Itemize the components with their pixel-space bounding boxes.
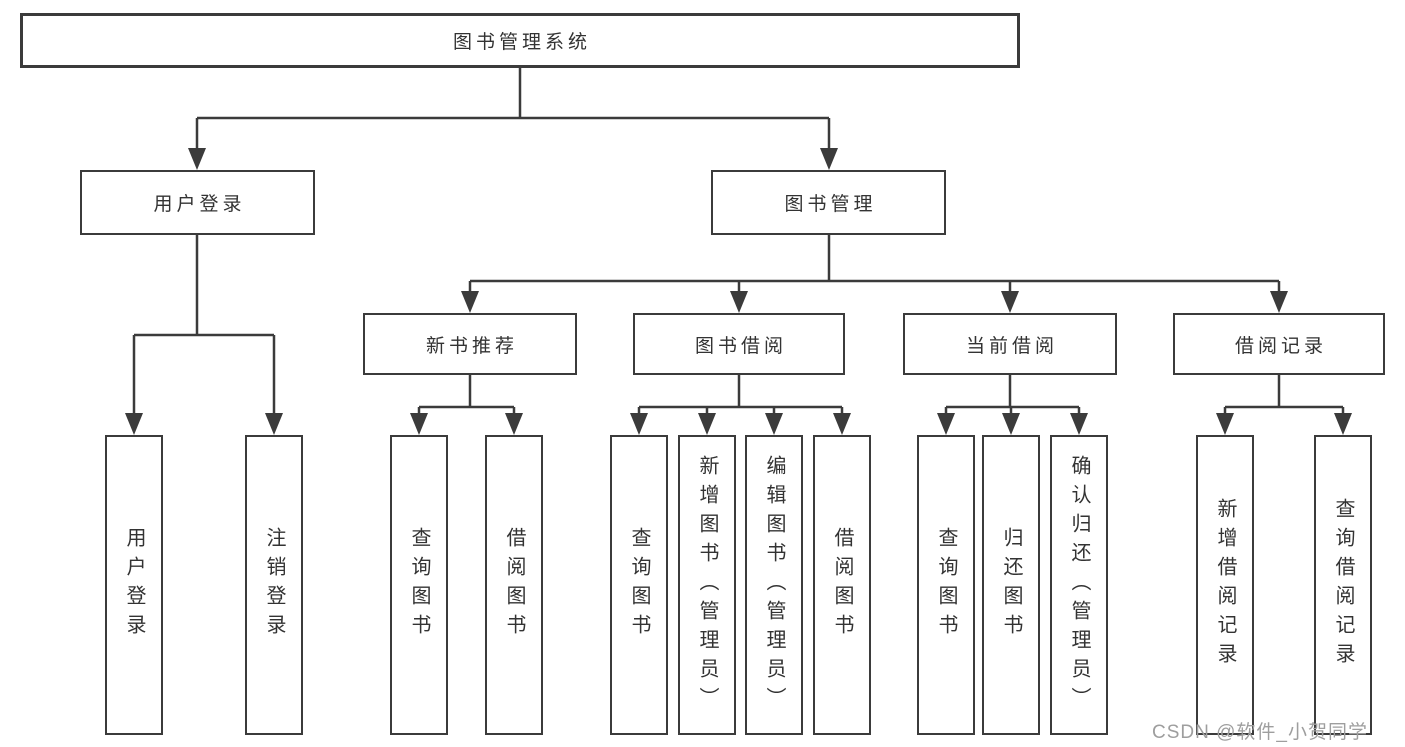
leaf-borrow-query-books-label: 查询图书	[628, 527, 650, 643]
connector-user-login-children	[132, 235, 276, 417]
leaf-query-borrow-record-label: 查询借阅记录	[1332, 498, 1354, 672]
leaf-borrow-books-label: 借阅图书	[831, 527, 853, 643]
node-new-book-recommend: 新书推荐	[363, 313, 577, 375]
node-library-system-label: 图书管理系统	[452, 32, 591, 53]
leaf-return-books-label: 归还图书	[1000, 527, 1022, 643]
leaf-user-login-label: 用户登录	[123, 527, 145, 643]
leaf-recommend-query-books: 查询图书	[390, 435, 448, 735]
node-book-borrow: 图书借阅	[633, 313, 845, 375]
leaf-borrow-query-books: 查询图书	[610, 435, 668, 735]
node-user-login: 用户登录	[80, 170, 315, 235]
node-new-book-recommend-label: 新书推荐	[425, 335, 518, 357]
leaf-edit-books-admin: 编辑图书（管理员）	[745, 435, 803, 735]
leaf-query-borrow-record: 查询借阅记录	[1314, 435, 1372, 735]
leaf-recommend-borrow-books-label: 借阅图书	[503, 527, 525, 643]
leaf-logout: 注销登录	[245, 435, 303, 735]
node-current-borrow: 当前借阅	[903, 313, 1117, 375]
connector-borrow-records-children	[1223, 375, 1345, 417]
node-book-management-label: 图书管理	[784, 194, 877, 215]
leaf-user-login: 用户登录	[105, 435, 163, 735]
leaf-return-books: 归还图书	[982, 435, 1040, 735]
leaf-confirm-return-admin: 确认归还（管理员）	[1050, 435, 1108, 735]
leaf-recommend-borrow-books: 借阅图书	[485, 435, 543, 735]
node-user-login-label: 用户登录	[153, 194, 246, 215]
connector-current-borrow-children	[944, 375, 1081, 417]
node-current-borrow-label: 当前借阅	[965, 335, 1058, 357]
connector-book-borrow-children	[637, 375, 844, 417]
connector-root-to-children	[195, 68, 831, 152]
node-library-system: 图书管理系统	[20, 13, 1020, 68]
leaf-add-borrow-record: 新增借阅记录	[1196, 435, 1254, 735]
leaf-recommend-query-books-label: 查询图书	[408, 527, 430, 643]
node-borrow-records: 借阅记录	[1173, 313, 1385, 375]
leaf-edit-books-admin-label: 编辑图书（管理员）	[763, 454, 785, 716]
leaf-borrow-books: 借阅图书	[813, 435, 871, 735]
leaf-logout-label: 注销登录	[263, 527, 285, 643]
csdn-watermark: CSDN @软件_小贺同学	[1152, 722, 1368, 743]
leaf-confirm-return-admin-label: 确认归还（管理员）	[1068, 454, 1090, 716]
leaf-add-borrow-record-label: 新增借阅记录	[1214, 498, 1236, 672]
node-borrow-records-label: 借阅记录	[1234, 335, 1327, 357]
connector-book-mgmt-children	[468, 235, 1281, 295]
leaf-current-query-books: 查询图书	[917, 435, 975, 735]
leaf-current-query-books-label: 查询图书	[935, 527, 957, 643]
leaf-add-books-admin: 新增图书（管理员）	[678, 435, 736, 735]
node-book-management: 图书管理	[711, 170, 946, 235]
node-book-borrow-label: 图书借阅	[694, 335, 787, 357]
connector-new-book-children	[417, 375, 516, 417]
leaf-add-books-admin-label: 新增图书（管理员）	[696, 454, 718, 716]
